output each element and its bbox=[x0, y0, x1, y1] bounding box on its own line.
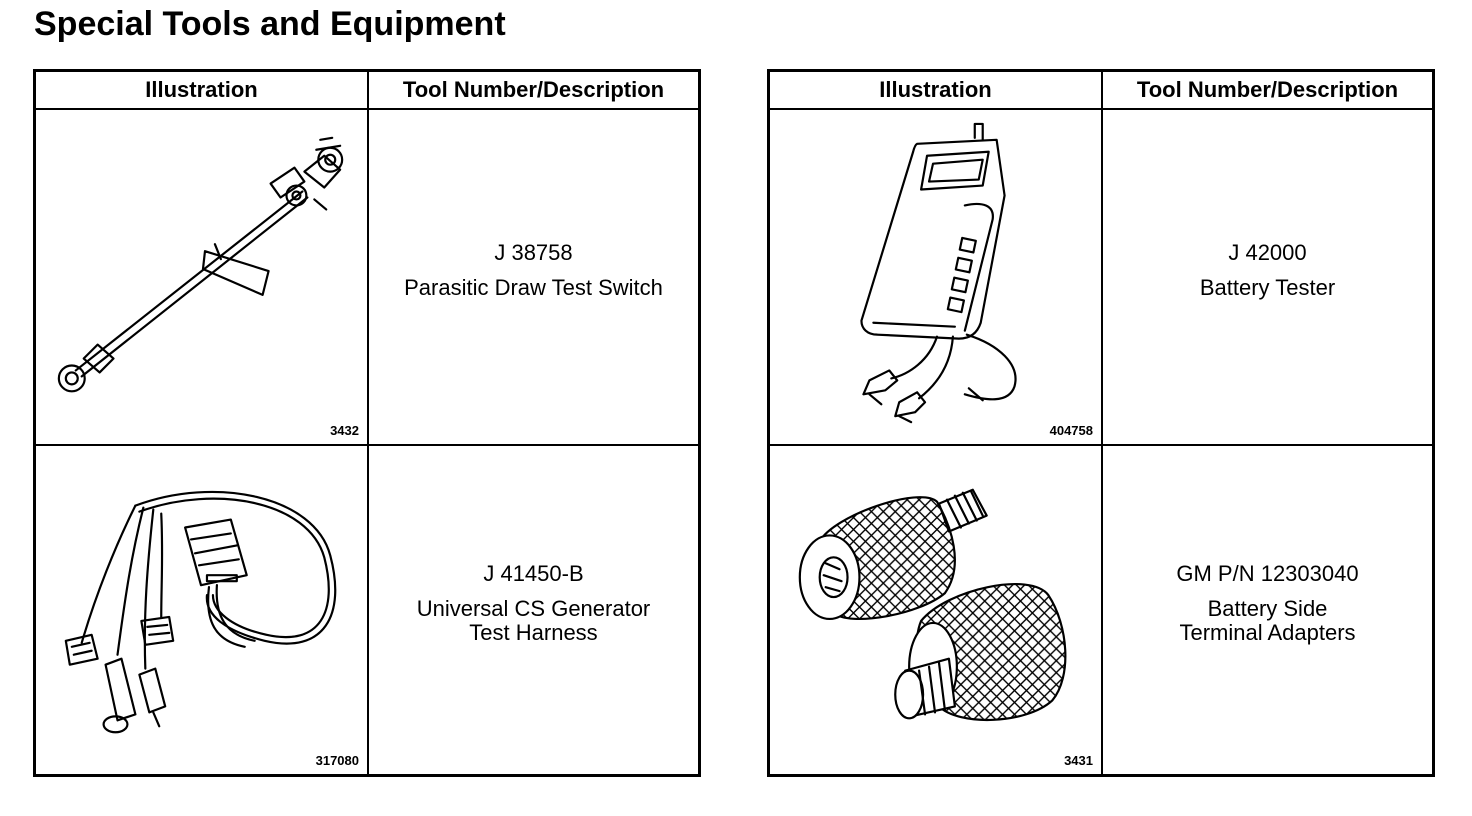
tool-description: Battery Tester bbox=[1199, 274, 1336, 300]
tool-number: J 38758 bbox=[494, 239, 573, 265]
page-title: Special Tools and Equipment bbox=[34, 5, 506, 43]
tool-description-cell: J 42000 Battery Tester bbox=[1103, 110, 1432, 446]
tool-description: Battery Side Terminal Adapters bbox=[1179, 595, 1356, 645]
tools-table-left: Illustration Tool Number/Description bbox=[33, 69, 701, 777]
figure-number: 317080 bbox=[315, 753, 359, 768]
illustration-cell: 3432 bbox=[36, 110, 369, 446]
illustration-cell: 317080 bbox=[36, 446, 369, 774]
tool-description-cell: J 38758 Parasitic Draw Test Switch bbox=[369, 110, 698, 446]
tool-description: Universal CS Generator Test Harness bbox=[416, 595, 651, 645]
illustration-cell: 3431 bbox=[770, 446, 1103, 774]
illustration-cell: 404758 bbox=[770, 110, 1103, 446]
header-illustration: Illustration bbox=[36, 72, 369, 110]
tool-description: Parasitic Draw Test Switch bbox=[404, 274, 663, 300]
tools-table-right: Illustration Tool Number/Description bbox=[767, 69, 1435, 777]
header-illustration: Illustration bbox=[770, 72, 1103, 110]
figure-number: 3432 bbox=[330, 423, 359, 438]
figure-number: 404758 bbox=[1049, 423, 1093, 438]
tool-number: GM P/N 12303040 bbox=[1176, 560, 1359, 586]
header-tool-description: Tool Number/Description bbox=[1103, 72, 1432, 110]
terminal-adapters-icon bbox=[798, 488, 1067, 721]
header-tool-description: Tool Number/Description bbox=[369, 72, 698, 110]
battery-tester-icon bbox=[860, 122, 1017, 424]
tool-description-cell: GM P/N 12303040 Battery Side Terminal Ad… bbox=[1103, 446, 1432, 774]
figure-number: 3431 bbox=[1064, 753, 1093, 768]
tool-description-cell: J 41450-B Universal CS Generator Test Ha… bbox=[369, 446, 698, 774]
tool-number: J 41450-B bbox=[483, 560, 584, 586]
parasitic-draw-test-switch-icon bbox=[57, 136, 344, 393]
test-harness-icon bbox=[64, 490, 337, 734]
tool-number: J 42000 bbox=[1228, 239, 1307, 265]
